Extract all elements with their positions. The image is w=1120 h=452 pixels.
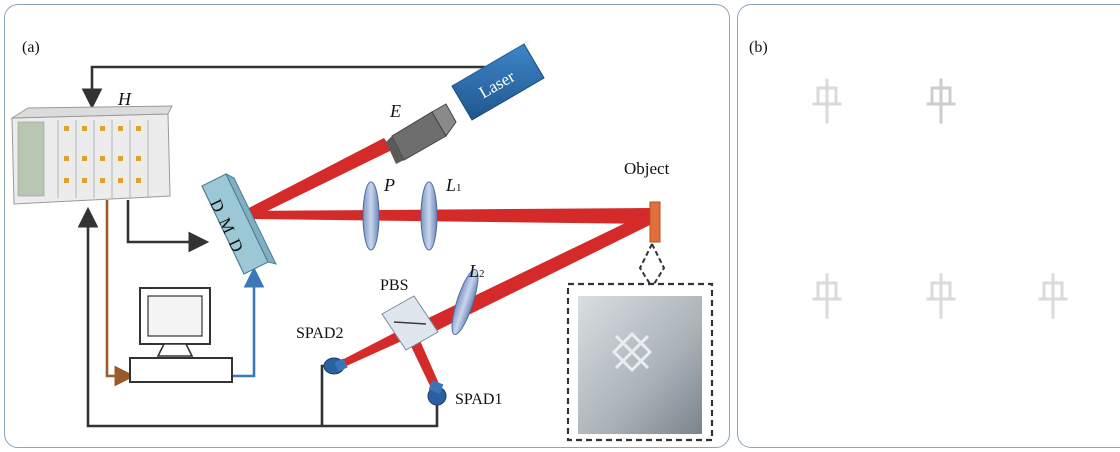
beam-object-to-pbs (418, 214, 652, 335)
laser-beams (243, 138, 652, 390)
beam-dmd-to-object (243, 208, 652, 224)
beam-laser-to-dmd (243, 138, 392, 219)
polarizer-p (362, 181, 380, 251)
laser-source (451, 40, 545, 121)
dmd (201, 172, 277, 275)
controller-label: H (118, 89, 131, 109)
cable-spad-feedback (77, 206, 439, 428)
lens1-label: L1 (446, 175, 462, 195)
spad2-label: SPAD2 (296, 325, 344, 342)
cable-controller-to-laser (81, 65, 490, 110)
panel-b (737, 4, 1120, 448)
beam-expander (386, 103, 457, 164)
lens2-label: L2 (469, 261, 485, 281)
cable-controller-to-dmd (126, 200, 210, 253)
object-inset (566, 243, 714, 442)
panel-a-label: (a) (22, 39, 40, 56)
reconstruction-targets (812, 78, 1068, 319)
object-label: Object (624, 159, 670, 178)
beam-pbs-to-spad2 (338, 332, 404, 368)
spad2-detector (323, 357, 348, 375)
computer-icon (129, 287, 233, 383)
cable-spad2-feedback (320, 364, 334, 426)
target-mark-r2c1 (812, 273, 842, 319)
target-mark-r1c1 (812, 78, 842, 124)
target-mark-r1c2 (926, 78, 956, 124)
pbs-label: PBS (380, 277, 409, 294)
pbs-cube (381, 295, 439, 351)
beam-pbs-to-spad1 (408, 336, 440, 390)
cables (77, 65, 490, 428)
object-pattern-icon (611, 331, 653, 373)
object-target (649, 201, 661, 243)
expander-label: E (390, 101, 401, 121)
spad1-detector (427, 380, 447, 406)
controller-rack (10, 105, 173, 205)
cable-controller-to-computer (105, 200, 136, 387)
cable-computer-to-dmd (232, 266, 265, 378)
polarizer-label: P (384, 175, 395, 195)
lens-l1 (420, 181, 438, 251)
panel-b-label: (b) (749, 39, 768, 56)
lens-l2 (451, 269, 479, 335)
target-mark-r2c3 (1038, 273, 1068, 319)
target-mark-r2c2 (926, 273, 956, 319)
spad1-label: SPAD1 (455, 391, 503, 408)
